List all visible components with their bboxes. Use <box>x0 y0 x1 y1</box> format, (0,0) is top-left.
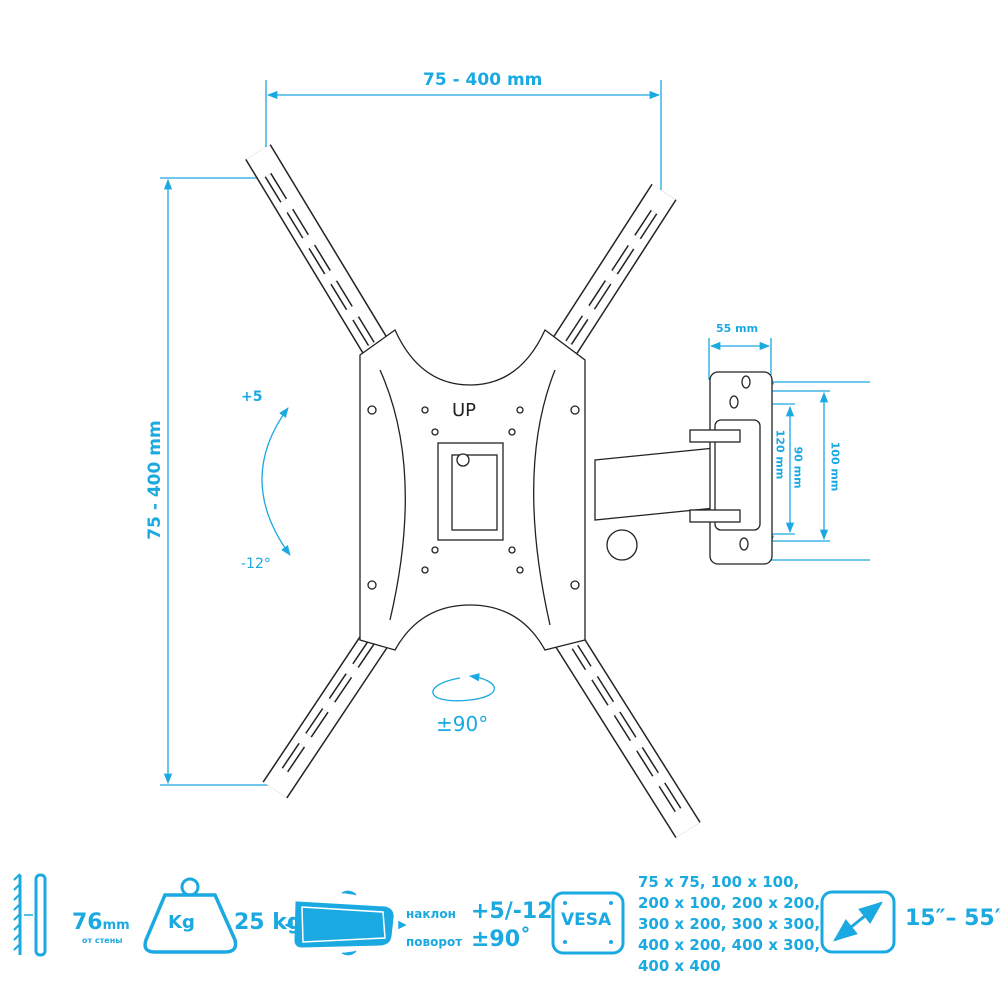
vesa-icon-label: VESA <box>561 910 612 930</box>
max-load-value: 25 kg <box>234 910 303 935</box>
width-dimension-label: 75 - 400 mm <box>423 70 543 90</box>
screen-size-icon <box>820 890 896 954</box>
swivel-label: ±90° <box>436 712 489 736</box>
vesa-icon <box>551 891 625 955</box>
arm-slots <box>264 172 682 813</box>
weight-icon-label: Kg <box>168 912 195 933</box>
tilt-label: наклон <box>406 907 456 921</box>
bracket-90-label: 90 mm <box>791 446 805 489</box>
bracket-120-label: 120 mm <box>773 429 787 480</box>
vesa-sizes-list: 75 x 75, 100 x 100, 200 x 100, 200 x 200… <box>638 872 820 977</box>
up-marking: UP <box>452 400 477 421</box>
bracket-width-label: 55 mm <box>716 322 759 335</box>
vesa-size-line: 400 x 200, 400 x 300, <box>638 936 821 954</box>
tilt-up-label: +5 <box>241 389 263 405</box>
vesa-size-line: 300 x 200, 300 x 300, <box>638 915 821 933</box>
screen-size-value: 15″– 55″ <box>905 906 1000 931</box>
wall-distance-number: 76 <box>72 910 103 935</box>
wall-distance-caption: от стены <box>82 936 123 945</box>
tilt-down-label: -12° <box>241 556 271 572</box>
vesa-size-line: 75 x 75, 100 x 100, <box>638 873 800 891</box>
wall-distance-unit: mm <box>102 918 130 933</box>
vesa-size-line: 200 x 100, 200 x 200, <box>638 894 821 912</box>
tilt-swivel-icon <box>284 890 407 956</box>
bracket-100-label: 100 mm <box>828 441 842 492</box>
wall-distance-icon <box>13 873 47 957</box>
swivel-spec-value: ±90˚ <box>471 927 532 952</box>
wall-bracket <box>594 371 773 565</box>
swivel-spec-label: поворот <box>406 935 463 949</box>
center-plate <box>359 328 586 651</box>
tilt-value: +5/-12 <box>471 899 553 924</box>
height-dimension-label: 75 - 400 mm <box>145 420 165 540</box>
wall-distance-value: 76mm <box>72 910 130 935</box>
vesa-size-line: 400 x 400 <box>638 957 721 975</box>
weight-icon <box>143 877 238 954</box>
